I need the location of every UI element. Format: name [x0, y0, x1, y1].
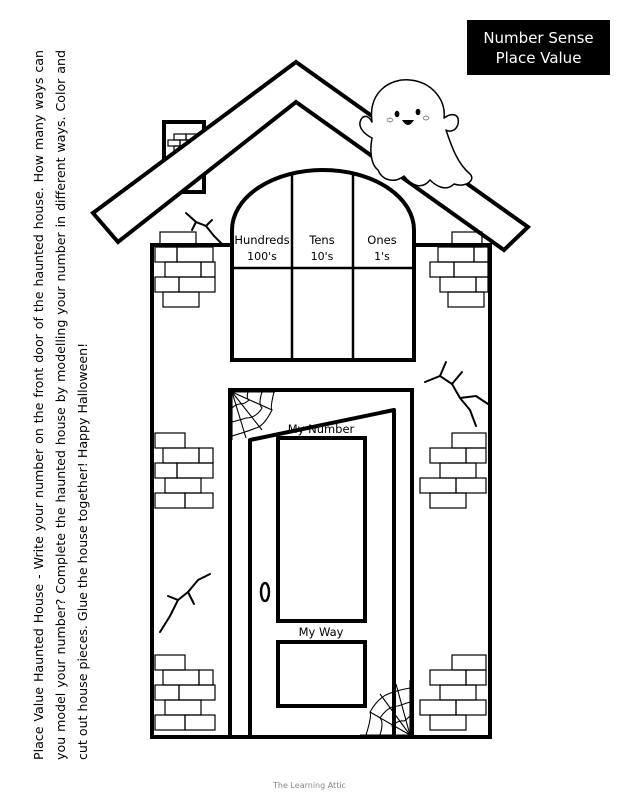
my-way-box	[276, 640, 367, 708]
ones-heading: Ones	[367, 233, 396, 247]
cobweb-icon	[231, 391, 275, 440]
cobweb-icon	[360, 680, 411, 736]
my-number-label: My Number	[288, 422, 355, 436]
title-badge: Number Sense Place Value	[467, 20, 610, 75]
ghost-icon	[359, 79, 473, 189]
crack-icon	[159, 212, 489, 633]
footer-credit: The Learning Attic	[273, 781, 346, 790]
ones-sub: 1's	[374, 250, 390, 263]
door-knob	[259, 581, 271, 603]
tens-sub: 10's	[311, 250, 334, 263]
roof	[90, 59, 532, 253]
place-value-window: Hundreds 100's Tens 10's Ones 1's	[230, 168, 416, 362]
tens-heading: Tens	[308, 233, 334, 247]
brick-pattern	[154, 231, 489, 731]
my-way-label: My Way	[299, 625, 344, 639]
hundreds-heading: Hundreds	[234, 233, 289, 247]
hundreds-sub: 100's	[247, 250, 277, 263]
title-line-1: Number Sense	[483, 28, 594, 47]
title-line-2: Place Value	[495, 48, 582, 67]
my-number-box	[276, 436, 367, 623]
